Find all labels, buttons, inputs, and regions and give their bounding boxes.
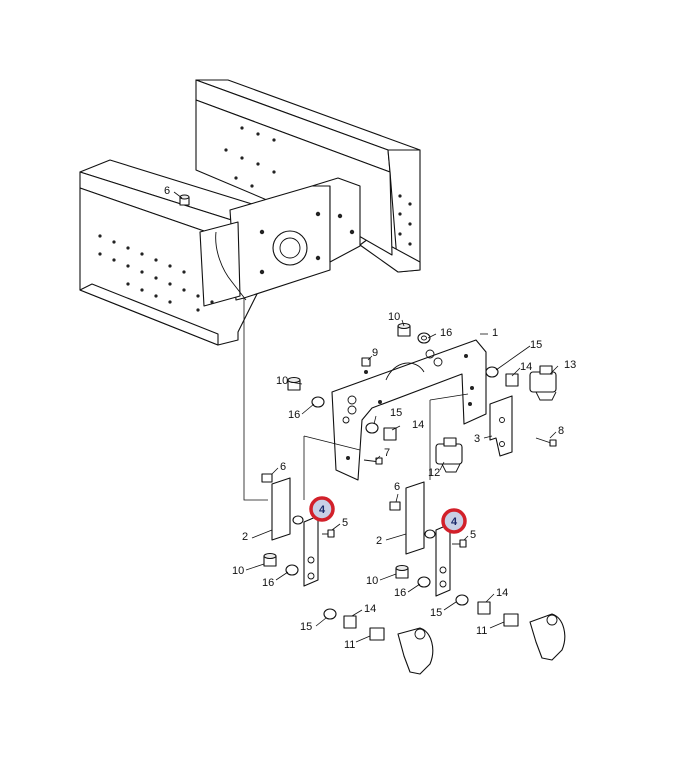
callout-10: 10 (388, 311, 400, 323)
bolt-icon (361, 357, 371, 367)
callout-12: 12 (428, 467, 440, 479)
callout-4-right: 4 (451, 516, 458, 528)
nut-icon (477, 601, 491, 615)
socket-icon (529, 613, 566, 661)
nut-icon (395, 565, 409, 579)
callout-14: 14 (496, 587, 508, 599)
callout-labels: 6 10 16 1 9 15 14 13 10 16 15 14 3 8 7 1… (164, 185, 576, 651)
callout-14: 14 (364, 603, 376, 615)
callout-6: 6 (164, 185, 170, 197)
callout-15: 15 (300, 621, 312, 633)
bolt-icon (363, 457, 383, 465)
nut-icon (503, 613, 519, 627)
washer-icon (455, 594, 469, 606)
callout-13: 13 (564, 359, 576, 371)
callout-11: 11 (344, 639, 355, 651)
callout-9: 9 (372, 347, 378, 359)
washer-icon (285, 564, 299, 576)
washer-icon (417, 576, 431, 588)
callout-5: 5 (342, 517, 348, 529)
nut-icon (369, 627, 385, 641)
callout-14: 14 (520, 361, 532, 373)
callout-8: 8 (558, 425, 564, 437)
highlighted-callout-4-right[interactable]: 4 (441, 508, 467, 534)
callout-6: 6 (280, 461, 286, 473)
callout-1: 1 (492, 327, 498, 339)
callout-15: 15 (430, 607, 442, 619)
callout-11: 11 (476, 625, 487, 637)
callout-2: 2 (242, 531, 248, 543)
washer-icon (485, 366, 499, 378)
socket-icon (435, 437, 463, 473)
callout-2: 2 (376, 535, 382, 547)
callout-16: 16 (394, 587, 406, 599)
mounting-plate (303, 339, 513, 500)
callout-7: 7 (384, 447, 390, 459)
nut-icon (179, 194, 190, 206)
callout-4-left: 4 (319, 504, 326, 516)
nut-icon (505, 373, 519, 387)
nut-icon (263, 553, 277, 567)
bolt-icon (535, 437, 557, 447)
nut-icon (383, 427, 397, 441)
callout-15: 15 (390, 407, 402, 419)
callout-10: 10 (276, 375, 288, 387)
callout-10: 10 (232, 565, 244, 577)
washer-icon (365, 422, 379, 434)
nut-icon (287, 377, 301, 391)
callout-10: 10 (366, 575, 378, 587)
washer-icon (323, 608, 337, 620)
nut-icon (343, 615, 357, 629)
hardware (261, 323, 566, 675)
callout-3: 3 (474, 433, 480, 445)
socket-icon (529, 365, 557, 401)
socket-icon (397, 627, 434, 675)
callout-16: 16 (440, 327, 452, 339)
callout-6: 6 (394, 481, 400, 493)
callout-16: 16 (288, 409, 300, 421)
leader-lines (173, 191, 559, 643)
callout-14: 14 (412, 419, 424, 431)
washer-icon (311, 396, 325, 408)
callout-15: 15 (530, 339, 542, 351)
callout-5: 5 (470, 529, 476, 541)
callout-16: 16 (262, 577, 274, 589)
washer-icon (417, 332, 431, 344)
frame-assembly (79, 79, 421, 501)
highlighted-callout-4-left[interactable]: 4 (309, 496, 335, 522)
